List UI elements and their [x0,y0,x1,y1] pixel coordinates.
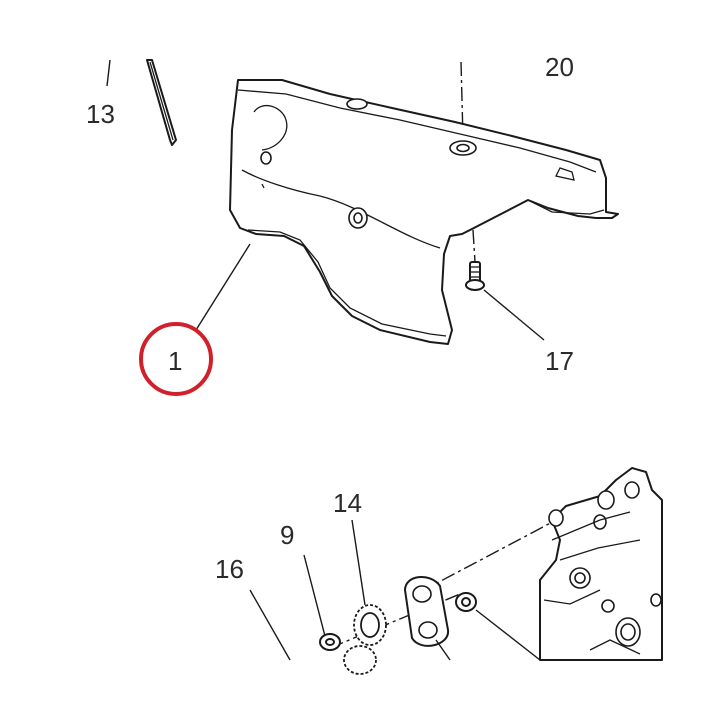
small-washer [455,592,477,612]
part-13-rod [146,59,177,146]
part-17-screw [465,261,485,291]
shaft-axis-upper [419,517,561,593]
leader-13 [106,59,111,87]
part-9-washer [319,633,341,651]
callout-14: 14 [333,488,362,518]
leader-1 [195,243,251,331]
engine-casting [539,467,663,661]
part-1-cover [229,79,619,345]
callout-1: 1 [168,346,182,376]
leader-9 [303,554,327,641]
callout-1-highlight-ring [139,322,213,396]
link-plate [404,576,449,647]
part-14-gear [343,604,387,675]
leader-16 [249,589,291,661]
leader-washer [475,609,541,661]
leader-17 [483,289,545,341]
callout-9: 9 [280,520,294,550]
callout-17: 17 [545,346,574,376]
callout-16: 16 [215,554,244,584]
shaft-axis-lower [329,593,461,649]
axis-17 [472,229,476,263]
callout-13: 13 [86,99,115,129]
leader-link [435,639,451,661]
callout-20: 20 [545,52,574,82]
leader-14 [351,519,366,606]
